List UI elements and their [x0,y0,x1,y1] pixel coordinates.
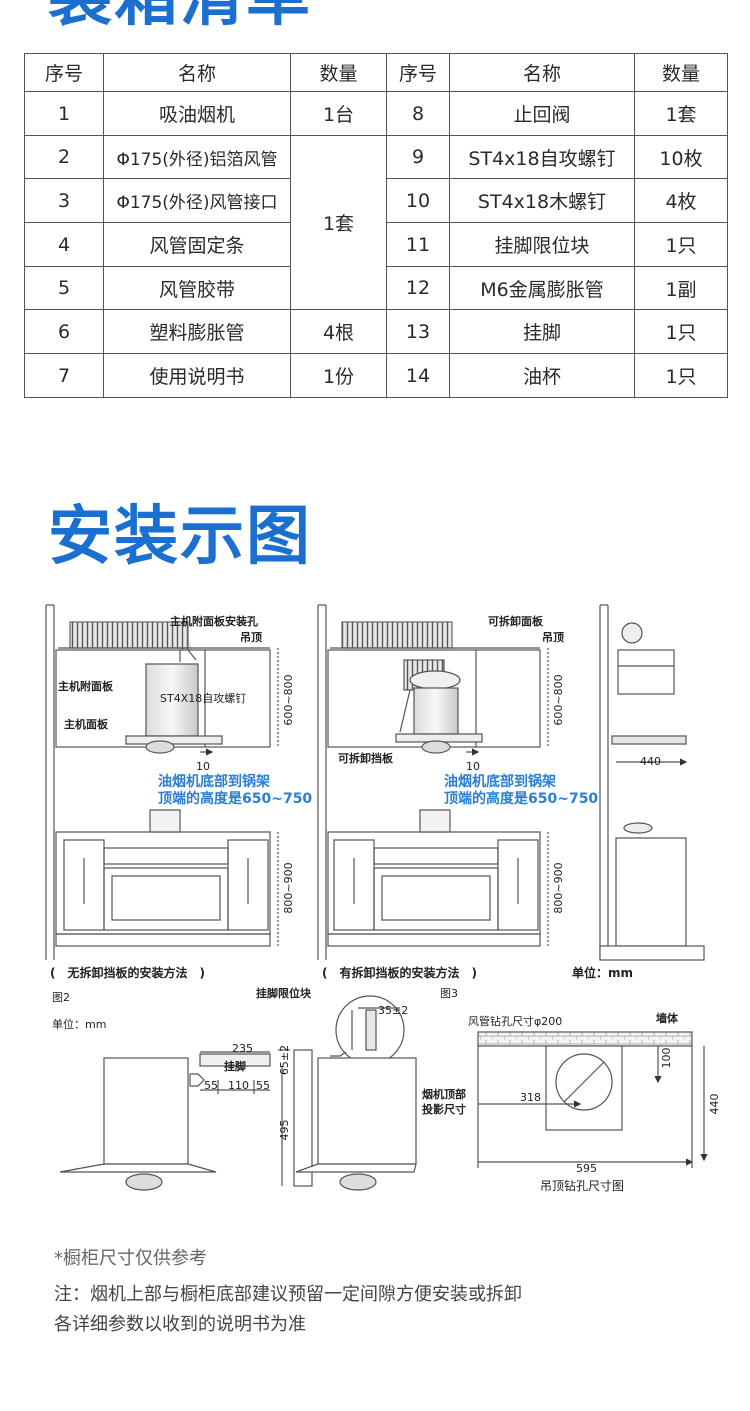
fig2-dim-65: 65±2 [278,1045,291,1075]
table-row: 2 Φ175(外径)铝箔风管 1套 9 ST4x18自攻螺钉 10枚 [24,135,728,310]
table-cell: Φ175(外径)铝箔风管 [103,135,291,179]
table-cell: 1 [24,91,104,136]
fig2-dim-495: 495 [278,1120,291,1141]
table-cell: ST4x18自攻螺钉 [449,135,635,179]
diagram-b-dim-800-900: 800~900 [552,862,565,913]
fig3-dim-100: 100 [660,1048,673,1069]
header-cell: 序号 [24,53,104,92]
header-cell: 名称 [449,53,635,92]
fig3-dim-595: 595 [576,1162,597,1175]
packing-list-table: 序号 名称 数量 序号 名称 数量 1 吸油烟机 1台 8 止回阀 1套 2 Φ… [24,53,728,398]
diagram-a-screw-label: ST4X18自攻螺钉 [160,691,246,705]
fig2-labels: 图2 单位：mm 挂脚限位块 35±2 235 挂脚 55 110 55 65±… [52,986,408,1141]
fig2-dim-55b: 55 [256,1079,270,1092]
diagram-install-with-baffle [317,604,549,960]
diagram-a-attach-panel-label: 主机附面板 [58,679,114,693]
fig2-dim-55a: 55 [204,1079,218,1092]
fig3-duct-hole-label: 风管钻孔尺寸φ200 [468,1014,562,1028]
table-cell: 使用说明书 [103,353,291,398]
fig2-hook-label: 挂脚 [224,1059,246,1073]
table-row: 7 使用说明书 1份 14 油杯 1只 [24,353,728,398]
fig3-ceiling-drill-diagram [477,1031,708,1168]
table-cell: 7 [24,353,104,398]
installation-note-line1: 注：烟机上部与橱柜底部建议预留一定间隙方便安装或拆卸 [54,1284,522,1305]
diagram-a-ceiling-label: 吊顶 [240,631,262,644]
table-cell: 4枚 [634,178,728,223]
fig3-dim-440: 440 [708,1094,721,1115]
diagram-b-ceiling-label: 吊顶 [542,631,564,644]
fig2-dim-35: 35±2 [378,1004,408,1017]
table-cell: 8 [386,91,450,136]
diagram-a-panel-hole-label: 主机附面板安装孔 [170,614,258,628]
fig2-dim-110: 110 [228,1079,249,1092]
table-cell: 10枚 [634,135,728,179]
table-cell: 油杯 [449,353,635,398]
diagram-a-dim-600-800: 600~800 [282,674,295,725]
table-cell: 5 [24,266,104,310]
fig3-projection-line1: 烟机顶部 [422,1087,466,1101]
table-row: 6 塑料膨胀管 4根 13 挂脚 1只 [24,309,728,354]
diagram-b-height-line1: 油烟机底部到锅架 [444,773,556,790]
diagram-b-height-line2: 顶端的高度是650~750 [444,790,598,807]
fig2-dim-235: 235 [232,1042,253,1055]
table-cell: 12 [386,266,450,310]
diagram-a-labels: 主机附面板安装孔 吊顶 主机附面板 ST4X18自攻螺钉 主机面板 600~80… [50,614,312,980]
fig2-label: 图2 [52,991,70,1004]
fig2-hook-diagram [59,995,417,1191]
diagram-b-dim-10: 10 [466,760,480,773]
installation-note-line2: 各详细参数以收到的说明书为准 [54,1314,306,1335]
fig3-wall-label: 墙体 [656,1011,679,1025]
table-cell: 11 [386,222,450,267]
diagram-c-dim-440: 440 [640,755,661,768]
table-cell: ST4x18木螺钉 [449,178,635,223]
fig2-limit-block-label: 挂脚限位块 [256,986,312,1000]
table-cell: 2 [24,135,104,179]
table-cell: 挂脚限位块 [449,222,635,267]
fig3-label: 图3 [440,987,458,1000]
diagram-b-caption: ( 有拆卸挡板的安装方法 ) [322,965,477,980]
header-cell: 数量 [634,53,728,92]
table-cell: 1只 [634,353,728,398]
installation-diagrams: 主机附面板安装孔 吊顶 主机附面板 ST4X18自攻螺钉 主机面板 600~80… [45,604,721,1193]
fig2-unit: 单位：mm [52,1017,106,1031]
installation-diagram-title: 安装示图 [48,500,312,574]
table-row: 3 Φ175(外径)风管接口 10 ST4x18木螺钉 4枚 [24,178,728,223]
diagram-install-without-baffle [45,604,279,960]
fig3-caption: 吊顶钻孔尺寸图 [540,1178,624,1193]
table-cell: 止回阀 [449,91,635,136]
diagram-a-caption: ( 无拆卸挡板的安装方法 ) [50,965,205,980]
table-header-row: 序号 名称 数量 序号 名称 数量 [24,53,728,92]
packing-list-title: 装箱清单 [48,0,312,30]
table-cell: 1台 [290,91,387,136]
table-row: 1 吸油烟机 1台 8 止回阀 1套 [24,91,728,136]
diagram-a-height-line2: 顶端的高度是650~750 [158,790,312,807]
table-cell: 1只 [634,309,728,354]
diagram-c-labels: 440 单位：mm [572,755,661,980]
diagram-a-height-line1: 油烟机底部到锅架 [158,773,270,790]
diagram-a-dim-10: 10 [196,760,210,773]
fig3-labels: 图3 风管钻孔尺寸φ200 墙体 100 烟机顶部 投影尺寸 318 440 5… [422,987,721,1193]
table-cell: 1套 [634,91,728,136]
diagram-a-main-panel-label: 主机面板 [64,717,109,731]
diagram-b-dim-600-800: 600~800 [552,674,565,725]
cabinet-size-note: *橱柜尺寸仅供参考 [54,1248,207,1269]
table-cell: 塑料膨胀管 [103,309,291,354]
fig3-projection-line2: 投影尺寸 [422,1102,466,1116]
table-cell: 1只 [634,222,728,267]
diagram-b-baffle-label: 可拆卸挡板 [338,751,394,765]
table-cell: 1份 [290,353,387,398]
diagram-b-labels: 可拆卸面板 吊顶 可拆卸挡板 600~800 10 油烟机底部到锅架 顶端的高度… [322,614,598,980]
header-cell: 名称 [103,53,291,92]
table-cell: 14 [386,353,450,398]
table-cell: 9 [386,135,450,179]
diagram-side-view [599,604,705,961]
diagram-a-dim-800-900: 800~900 [282,862,295,913]
fig3-dim-318: 318 [520,1091,541,1104]
table-cell: 6 [24,309,104,354]
diagram-b-removable-panel-label: 可拆卸面板 [488,614,544,628]
diagram-c-unit: 单位：mm [572,965,633,980]
header-cell: 数量 [290,53,387,92]
table-cell: Φ175(外径)风管接口 [103,178,291,223]
